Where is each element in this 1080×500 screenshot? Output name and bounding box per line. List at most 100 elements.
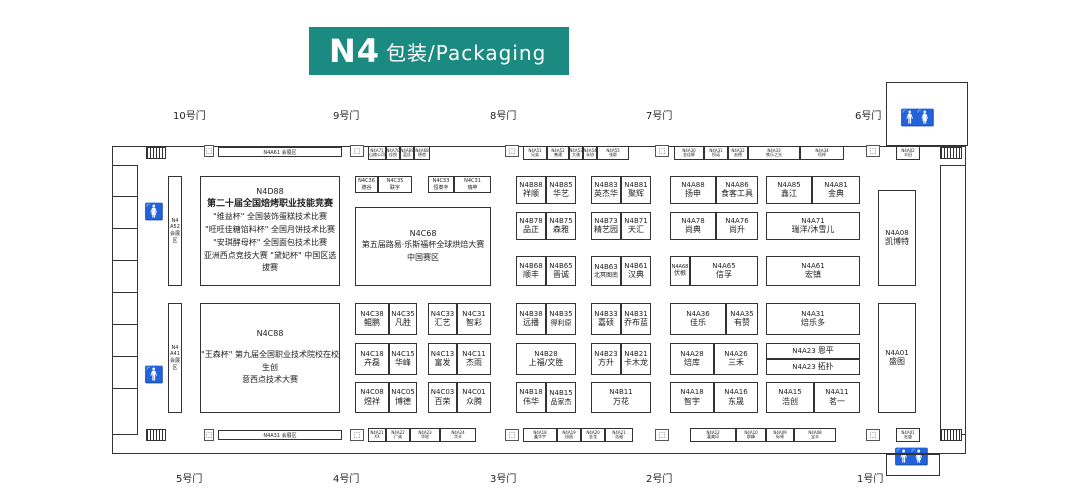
gate-1-label: 1号门: [857, 474, 884, 485]
restroom-women-icon: 🚺: [144, 202, 164, 221]
door-icon: ⬚: [204, 145, 214, 157]
gate-8-label: 8号门: [490, 111, 517, 122]
restroom-block-top: [886, 82, 968, 146]
right-wing: [940, 165, 966, 435]
door-icon: ⬚: [655, 429, 669, 441]
stairs: [940, 429, 962, 441]
door-icon: ⬚: [350, 429, 364, 441]
stairs: [146, 429, 166, 441]
door-icon: ⬚: [655, 145, 669, 157]
door-icon: ⬚: [505, 145, 519, 157]
gate-5-label: 5号门: [176, 474, 203, 485]
booth-n4c68: N4C68 第五届路易·乐斯福杯全球烘焙大赛 中国赛区: [355, 207, 491, 286]
door-icon: ⬚: [866, 145, 880, 157]
gate-4-label: 4号门: [333, 474, 360, 485]
vertical-strip-booth: N4 A41 会展区: [168, 303, 182, 413]
hall-category: 包装/Packaging: [386, 40, 547, 65]
hall-name: N4: [329, 32, 381, 70]
booth-n4c88: N4C88 "王森杯" 第九届全国职业技术院校在校生创 意西点技术大赛: [200, 303, 340, 413]
bottom-strip-booth: N4A31 会展区: [218, 430, 342, 440]
door-icon: ⬚: [866, 429, 880, 441]
gate-6-label: 6号门: [855, 111, 882, 122]
stairs: [146, 147, 166, 159]
gate-2-label: 2号门: [646, 474, 673, 485]
restroom-men-icon: 🚹: [144, 365, 164, 384]
restroom-men-icon: 🚹: [894, 447, 914, 466]
vertical-strip-booth: N4 A52 会展区: [168, 176, 182, 286]
gate-10-label: 10号门: [173, 111, 206, 122]
booth-n4d88: N4D88 第二十届全国焙烤职业技能竞赛 "维益杯" 全国装饰蛋糕技术比赛 "旺…: [200, 176, 340, 286]
door-icon: ⬚: [505, 429, 519, 441]
door-icon: ⬚: [350, 145, 364, 157]
gate-7-label: 7号门: [646, 111, 673, 122]
restroom-block-bottom: [886, 454, 940, 476]
top-strip-booth: N4A61 会展区: [218, 147, 342, 157]
door-icon: ⬚: [204, 429, 214, 441]
